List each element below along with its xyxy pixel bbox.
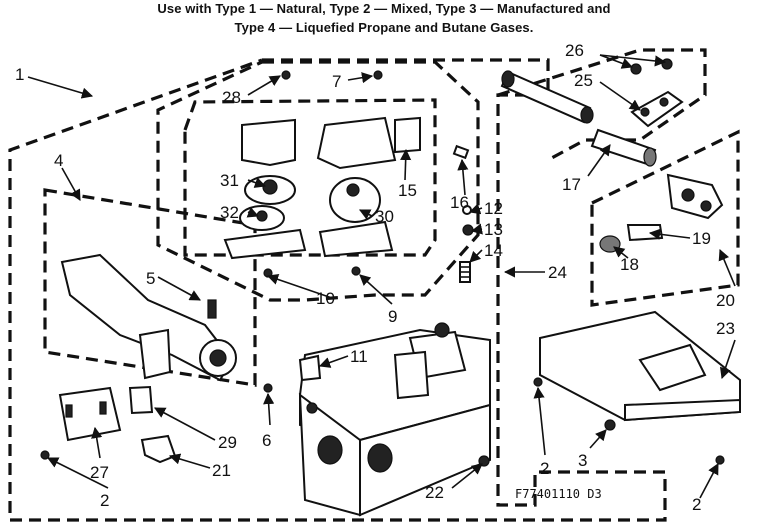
screw-26b (661, 58, 673, 70)
callout-30: 30 (375, 207, 394, 226)
pilot-subassembly-boundary (590, 129, 740, 307)
callout-27: 27 (90, 463, 109, 482)
callout-17: 17 (562, 175, 581, 194)
callout-7: 7 (332, 72, 341, 91)
callout-21: 21 (212, 461, 231, 480)
reference-code: F77401110 D3 (515, 487, 602, 501)
callout-labels: 1 4 5 28 7 31 32 30 15 10 9 11 16 12 13 … (15, 41, 735, 514)
callout-6: 6 (262, 431, 271, 450)
callout-20: 20 (716, 291, 735, 310)
callout-1: 1 (15, 65, 24, 84)
callout-9: 9 (388, 307, 397, 326)
callout-15: 15 (398, 181, 417, 200)
callout-24: 24 (548, 263, 567, 282)
manifold-subassembly-boundary (497, 48, 707, 162)
callout-4: 4 (54, 151, 63, 170)
callout-32: 32 (220, 203, 239, 222)
screw-26a (630, 63, 642, 75)
manifold-pipe (500, 70, 657, 167)
diagram-header-line-1: Use with Type 1 — Natural, Type 2 — Mixe… (157, 1, 611, 16)
diagram-header-line-2: Type 4 — Liquefied Propane and Butane Ga… (234, 20, 534, 35)
callout-11: 11 (350, 347, 368, 366)
callout-25: 25 (574, 71, 593, 90)
callout-3: 3 (578, 451, 587, 470)
bracket-and-fittings (40, 385, 177, 464)
callout-31: 31 (220, 171, 239, 190)
callout-28: 28 (222, 88, 241, 107)
callout-12: 12 (484, 199, 503, 218)
callout-2-left: 2 (100, 491, 109, 510)
callout-14: 14 (484, 241, 503, 260)
mounting-bracket (533, 310, 741, 465)
valve-internals (223, 70, 421, 278)
callout-29: 29 (218, 433, 237, 452)
part-25-bracket (630, 90, 684, 128)
valve-inner-boundary (183, 98, 437, 257)
callout-13: 13 (484, 220, 503, 239)
callout-23: 23 (716, 319, 735, 338)
callout-10: 10 (316, 289, 335, 308)
callout-19: 19 (692, 229, 711, 248)
leader-lines (27, 54, 736, 499)
callout-26: 26 (565, 41, 584, 60)
callout-16: 16 (450, 193, 469, 212)
callout-2-center: 2 (540, 459, 549, 478)
callout-5: 5 (146, 269, 155, 288)
small-valve-parts (452, 144, 474, 283)
main-valve-body (298, 322, 491, 517)
burner-tube (60, 253, 273, 393)
valve-subassembly-boundary (156, 60, 480, 302)
callout-2-right: 2 (692, 495, 701, 514)
callout-22: 22 (425, 483, 444, 502)
callout-18: 18 (620, 255, 639, 274)
burner-subassembly-boundary (43, 188, 257, 387)
